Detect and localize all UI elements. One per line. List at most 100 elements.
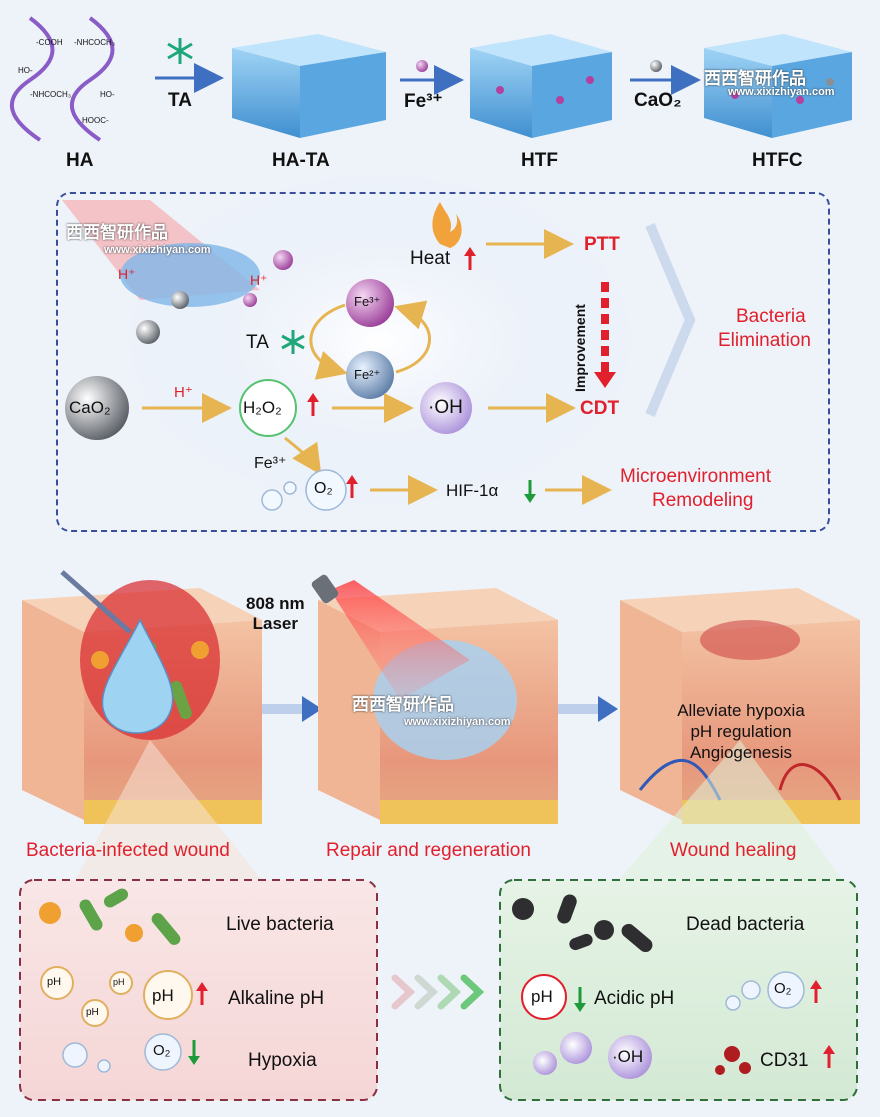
transition-chevrons bbox=[391, 974, 485, 1010]
laser-beam bbox=[330, 580, 470, 700]
overlay-line3: Angiogenesis bbox=[689, 743, 793, 762]
ph-right: pH bbox=[531, 987, 553, 1006]
h-ion-2: H⁺ bbox=[250, 272, 268, 288]
dead-bacteria-label: Dead bacteria bbox=[686, 914, 805, 935]
up-arrow-o2 bbox=[346, 475, 358, 498]
ta-label: TA bbox=[246, 332, 269, 353]
down-arrow-hif bbox=[524, 480, 536, 503]
microenvironment-line2: Remodeling bbox=[652, 490, 754, 511]
chem-group-6: HOOC- bbox=[82, 116, 109, 125]
mechanism-panel bbox=[56, 192, 830, 532]
chem-group-1: -COOH bbox=[36, 38, 63, 47]
ta-molecule-icon bbox=[167, 38, 193, 64]
fe-ion-icon bbox=[416, 60, 428, 72]
ta-star-icon bbox=[281, 330, 305, 354]
laser-label-line1: 808 nm bbox=[246, 594, 305, 613]
improvement-label: Improvement bbox=[572, 304, 588, 392]
cd31-dots bbox=[715, 1046, 751, 1075]
htfc-label: HTFC bbox=[752, 150, 803, 171]
htfc-cube-icon bbox=[704, 34, 852, 138]
hydrogel-droplet bbox=[101, 618, 174, 734]
o2-right-label: O₂ bbox=[774, 980, 792, 997]
cycle-arrow-right bbox=[394, 300, 431, 374]
cao2-particle-small bbox=[171, 291, 189, 309]
overlay-line1: Alleviate hypoxia bbox=[677, 701, 805, 720]
hypoxia-label: Hypoxia bbox=[248, 1050, 317, 1071]
arrow-h2o2-o2 bbox=[284, 436, 322, 475]
fe-ion-small bbox=[273, 250, 293, 270]
hypoxia-bubbles bbox=[62, 1033, 182, 1073]
fe2-label: Fe²⁺ bbox=[354, 367, 381, 382]
ptt-label: PTT bbox=[584, 234, 620, 255]
transition-arrow-1 bbox=[262, 696, 322, 722]
improvement-arrow-head bbox=[594, 372, 616, 388]
hata-label: HA-TA bbox=[272, 150, 330, 171]
htf-label: HTF bbox=[521, 150, 558, 171]
cdt-label: CDT bbox=[580, 398, 620, 419]
fe2-bubble bbox=[346, 351, 394, 399]
zoom-wedge-left bbox=[70, 740, 270, 890]
repair-label: Repair and regeneration bbox=[326, 840, 531, 861]
ph-small-2: pH bbox=[86, 1007, 99, 1018]
ha-polymer-strands bbox=[9, 16, 115, 142]
laser-label-line2: Laser bbox=[252, 614, 298, 633]
h-ion-1: H⁺ bbox=[118, 266, 136, 282]
ph-bubbles-left bbox=[40, 966, 193, 1027]
hif-label: HIF-1α bbox=[446, 481, 499, 500]
ha-label: HA bbox=[66, 150, 94, 171]
o2-left-label: O₂ bbox=[153, 1042, 171, 1059]
cao2-label: CaO₂ bbox=[69, 398, 111, 417]
up-arrow-alkaline bbox=[196, 982, 208, 1005]
down-arrow-acidic bbox=[574, 987, 586, 1012]
cycle-arrow-left bbox=[309, 303, 348, 380]
fe3-low-label: Fe³⁺ bbox=[254, 455, 287, 472]
watermark-url-3: www.xixizhiyan.com bbox=[404, 716, 511, 728]
live-bacteria-label: Live bacteria bbox=[226, 914, 334, 935]
fe-step-label: Fe³⁺ bbox=[404, 91, 443, 112]
chem-group-2: HO- bbox=[18, 66, 33, 75]
infected-wound-label: Bacteria-infected wound bbox=[26, 840, 230, 861]
fe3-bubble bbox=[346, 279, 394, 327]
down-arrow-hypoxia bbox=[188, 1040, 200, 1065]
fe-ion-small2 bbox=[243, 293, 257, 307]
cao2-step-label: CaO₂ bbox=[634, 90, 682, 111]
hata-cube-icon bbox=[232, 34, 386, 138]
flame-icon bbox=[432, 202, 462, 248]
fe3-label: Fe³⁺ bbox=[354, 294, 381, 309]
healing-label: Wound healing bbox=[670, 840, 797, 861]
transition-arrow-2 bbox=[558, 696, 618, 722]
ph-large-left: pH bbox=[152, 986, 174, 1005]
oh-bubble bbox=[420, 382, 472, 434]
heat-label: Heat bbox=[410, 248, 451, 269]
oh-bubbles-right bbox=[533, 1032, 652, 1079]
chem-group-5: HO- bbox=[100, 90, 115, 99]
acidic-label: Acidic pH bbox=[594, 988, 675, 1009]
up-arrow-o2-right bbox=[810, 980, 822, 1003]
alkaline-label: Alkaline pH bbox=[228, 988, 325, 1009]
h-plus-label: H⁺ bbox=[174, 384, 193, 401]
healing-overlay-text: Alleviate hypoxia pH regulation Angiogen… bbox=[660, 700, 822, 763]
cao2-particle-icon bbox=[650, 60, 662, 72]
dead-bacteria-icons bbox=[512, 894, 653, 953]
htf-cube-icon bbox=[470, 34, 612, 138]
o2-small-bubble2 bbox=[283, 481, 297, 495]
chem-group-4: -NHCOCH₃ bbox=[74, 38, 116, 47]
bacteria-elimination-line2: Elimination bbox=[718, 330, 811, 351]
o2-label: O₂ bbox=[314, 480, 333, 497]
syringe-icon bbox=[60, 570, 132, 634]
microenvironment-line1: Microenvironment bbox=[620, 466, 771, 487]
watermark-brand-2: 西西智研作品 bbox=[66, 223, 168, 242]
zoom-wedge-right bbox=[610, 740, 850, 890]
o2-small-bubble bbox=[261, 489, 283, 511]
live-bacteria-icons bbox=[39, 888, 181, 945]
watermark-brand-1: 西西智研作品 bbox=[704, 69, 806, 88]
acidic-ph-bubble bbox=[521, 974, 567, 1020]
watermark-url-2: www.xixizhiyan.com bbox=[104, 244, 211, 256]
hydrogel-fragment bbox=[120, 243, 260, 307]
ta-step-label: TA bbox=[168, 90, 192, 111]
laser-label: 808 nm Laser bbox=[246, 594, 305, 634]
up-arrow-heat bbox=[464, 247, 476, 270]
laser-device-icon bbox=[311, 574, 339, 604]
ph-small-1: pH bbox=[47, 976, 62, 988]
